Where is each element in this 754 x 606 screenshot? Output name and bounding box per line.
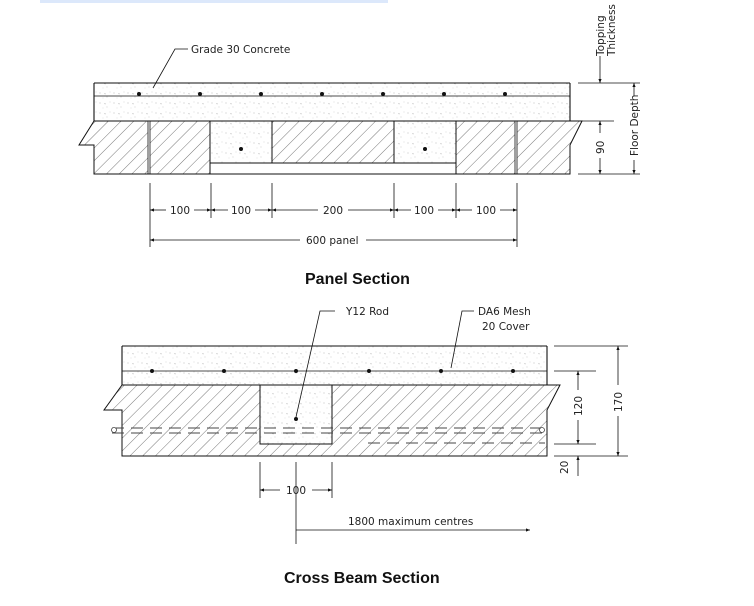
dim-100-c: 100	[414, 205, 434, 217]
dim-200: 200	[323, 205, 343, 217]
topping-label-line2: Thickness	[606, 4, 618, 57]
panel-section-title: Panel Section	[305, 271, 410, 288]
cross-beam-section: Y12 Rod DA6 Mesh 20 Cover 120 170 20 1	[103, 306, 628, 587]
beam-bottom-dims: 100 1800 maximum centres	[259, 462, 530, 544]
beam-topping-slab	[121, 345, 548, 385]
dim-170-label: 170	[613, 392, 625, 412]
rod-leader	[295, 310, 335, 418]
mesh-label-line1: DA6 Mesh	[478, 306, 531, 318]
floor-depth-label: Floor Depth	[629, 95, 641, 156]
cross-beam-title: Cross Beam Section	[284, 570, 440, 587]
topping-label-line1: Topping	[595, 15, 607, 57]
mesh-label-line2: 20 Cover	[482, 321, 530, 333]
depth-90-label: 90	[595, 141, 607, 154]
dim-20-label: 20	[559, 461, 571, 474]
panel-mesh-dots	[137, 92, 507, 96]
panel-right-dims: Topping Thickness 90 Floor Depth	[578, 4, 641, 175]
mesh-leader	[450, 310, 474, 369]
rod-label: Y12 Rod	[345, 306, 389, 318]
beam-dim-100: 100	[286, 485, 306, 497]
selection-highlight	[40, 0, 388, 3]
dim-100-a: 100	[170, 205, 190, 217]
centres-dim-label: 1800 maximum centres	[348, 516, 473, 528]
concrete-leader	[152, 48, 188, 89]
concrete-label: Grade 30 Concrete	[191, 44, 290, 56]
beam-mesh-dots	[150, 369, 515, 373]
panel-600-dim: 600 panel	[306, 235, 359, 247]
dim-120-label: 120	[573, 396, 585, 416]
dim-100-b: 100	[231, 205, 251, 217]
panel-hatched-units	[78, 83, 583, 175]
panel-bottom-dims: 100 100 200 100 100 600 panel	[149, 183, 518, 247]
beam-hatched-body	[103, 384, 561, 457]
dim-100-d: 100	[476, 205, 496, 217]
panel-topping-slab	[94, 82, 570, 121]
panel-section: Grade 30 Concrete 100 100 200 100 100	[78, 4, 641, 288]
beam-right-dims: 120 170 20	[554, 345, 628, 476]
